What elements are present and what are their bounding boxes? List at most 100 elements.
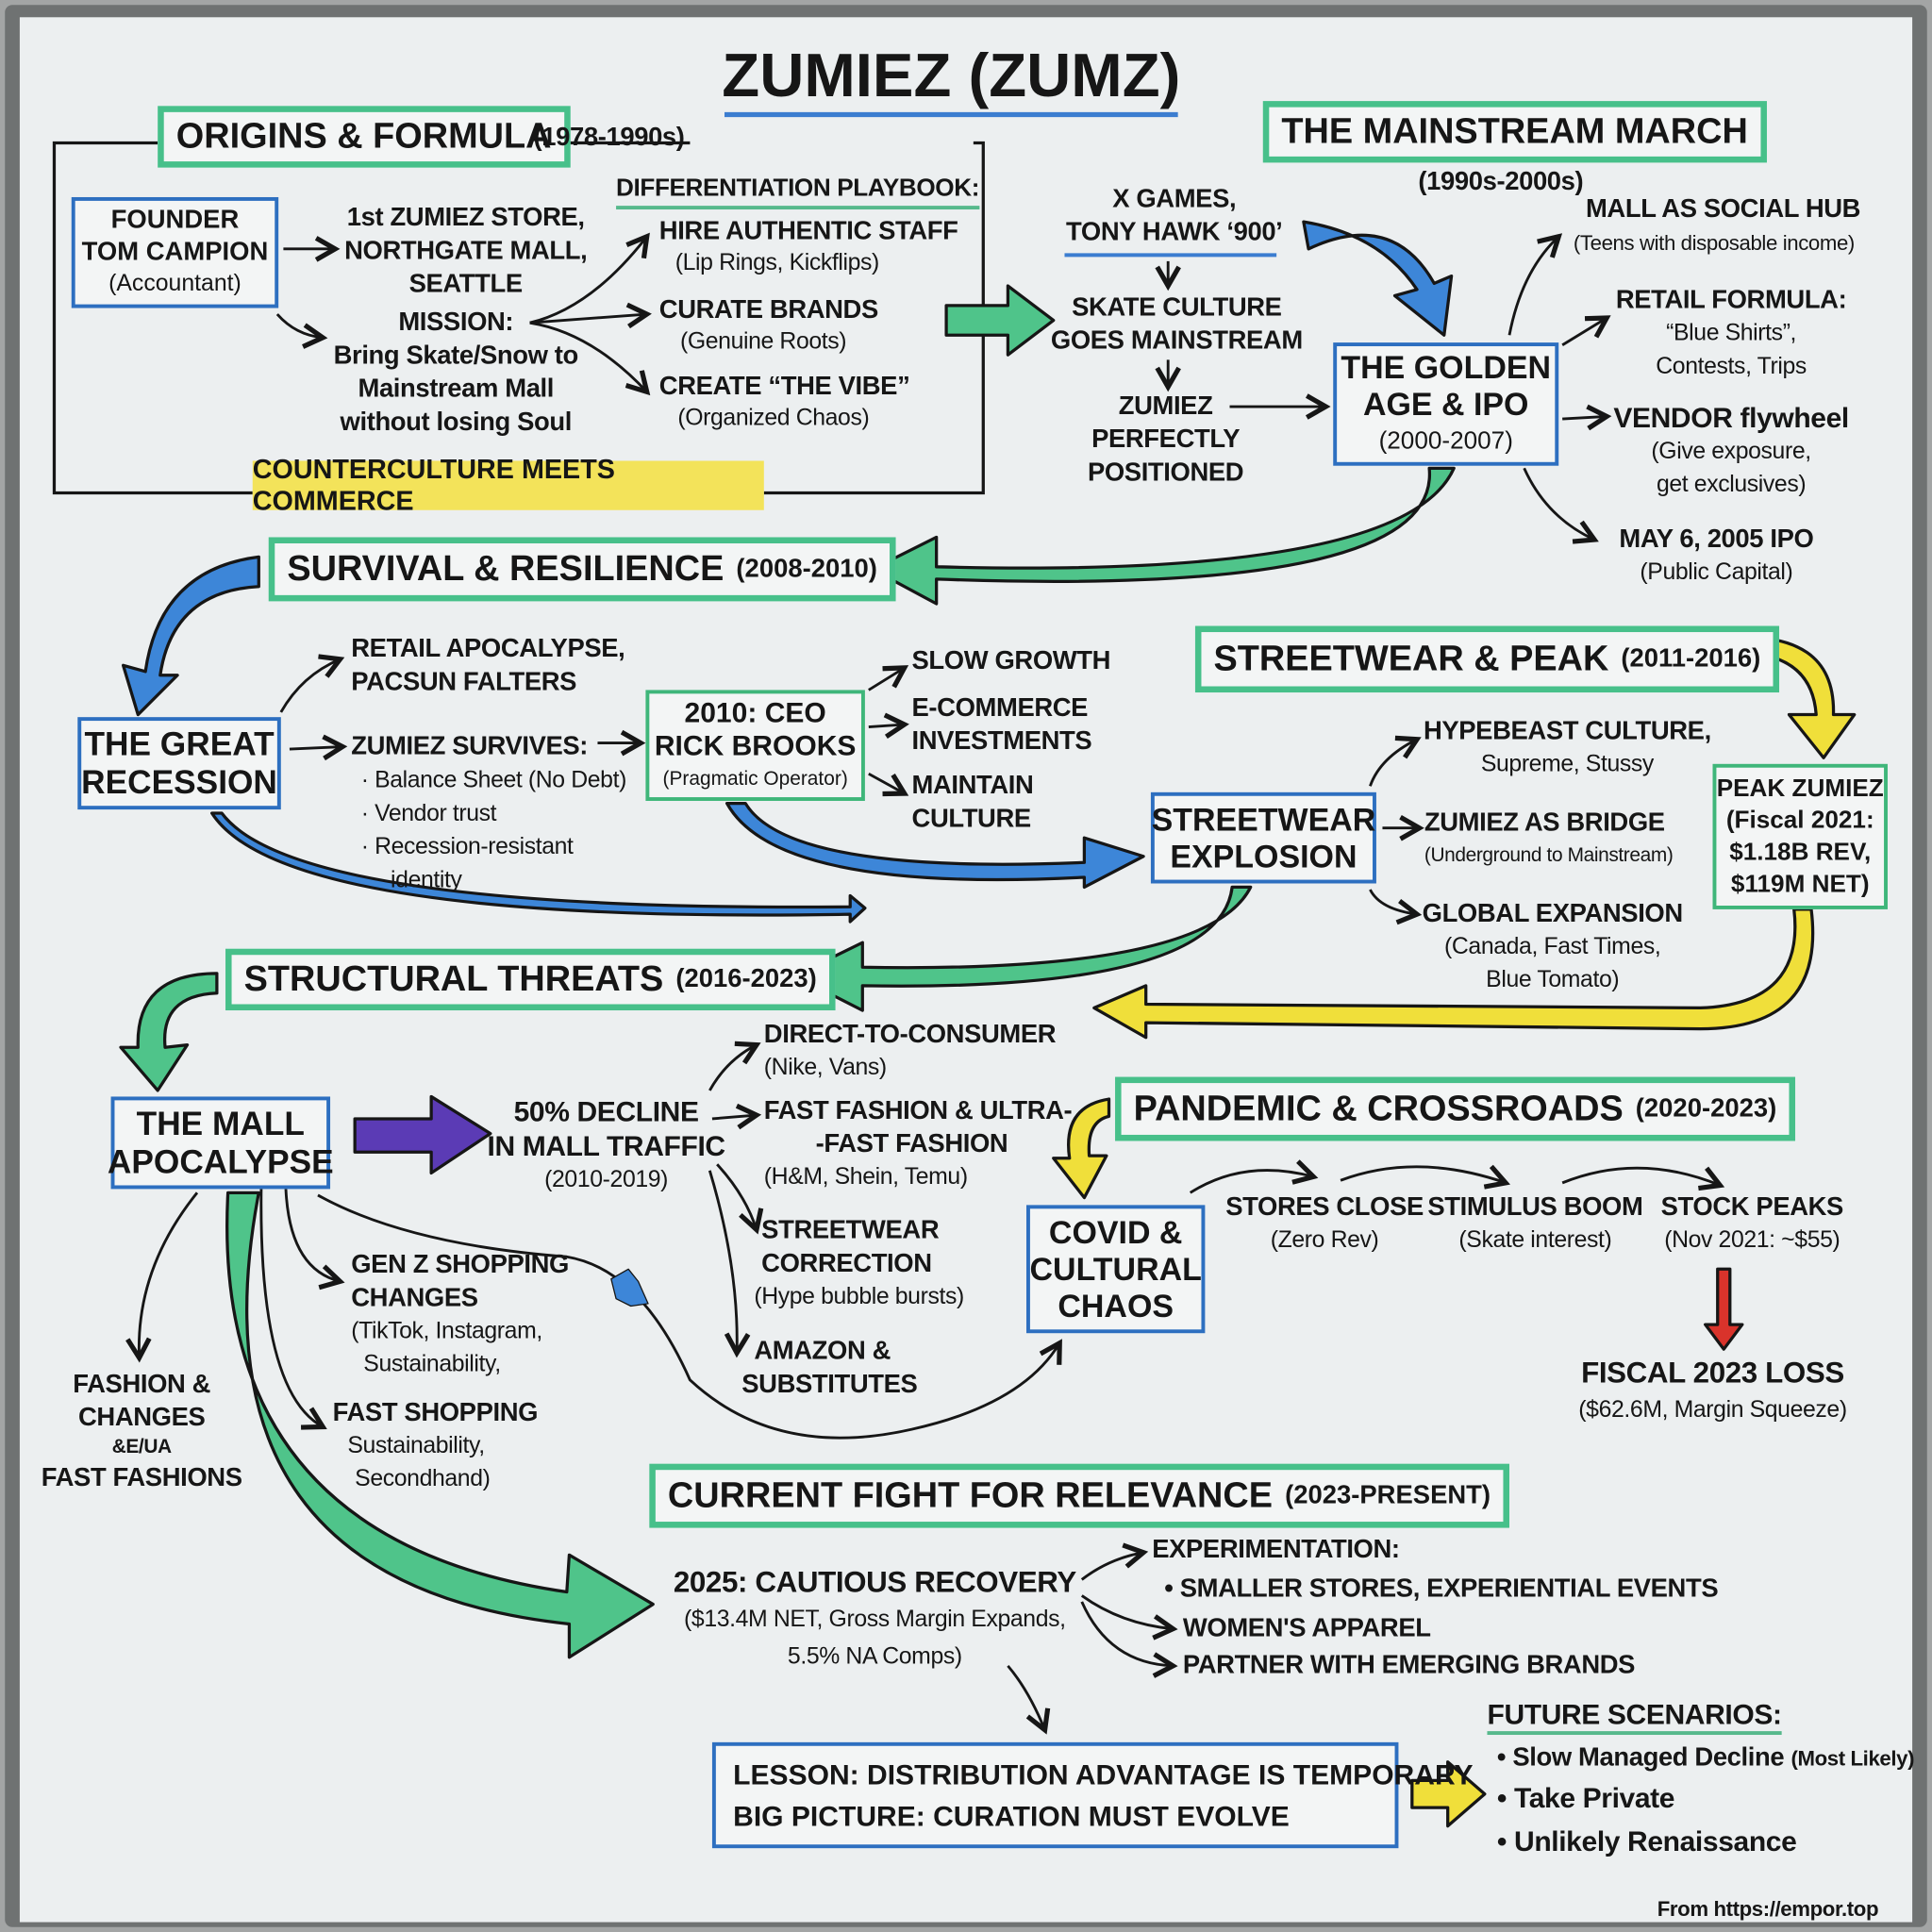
golden-age-line: THE GOLDEN [1341, 348, 1552, 386]
blue-arrow-xgames-to-golden [1302, 220, 1454, 337]
arrow-stimulus-stock [1561, 1166, 1725, 1191]
covid-line: COVID & [1048, 1213, 1183, 1251]
survives-item: identity [391, 867, 462, 893]
stage-label: STORES CLOSE [1225, 1192, 1424, 1222]
arrow-ceo-maintain [868, 772, 909, 797]
lesson-box: LESSON: DISTRIBUTION ADVANTAGE IS TEMPOR… [711, 1741, 1474, 1849]
amazon-text: AMAZON & SUBSTITUTES [741, 1335, 918, 1402]
ceo-role: (Pragmatic Operator) [662, 768, 848, 790]
covid-line: CULTURAL [1029, 1250, 1202, 1288]
bridge-title: ZUMIEZ AS BRIDGE [1424, 808, 1665, 837]
founder-label: FOUNDER [110, 206, 240, 235]
red-arrow-stock-to-loss [1704, 1267, 1744, 1351]
stage-detail: (Skate interest) [1458, 1226, 1612, 1254]
fast-fashion-detail: (H&M, Shein, Temu) [763, 1164, 968, 1191]
retail-formula: RETAIL FORMULA: “Blue Shirts”, Contests,… [1616, 283, 1847, 383]
genz-line: GEN Z SHOPPING [351, 1250, 569, 1279]
global-expansion-text: GLOBAL EXPANSION (Canada, Fast Times, Bl… [1423, 897, 1684, 997]
arrow-recovery-experiment [1080, 1542, 1149, 1581]
correction-text: STREETWEAR CORRECTION (Hype bubble burst… [754, 1214, 964, 1314]
amazon-line: SUBSTITUTES [741, 1370, 918, 1399]
skate-text: SKATE CULTURE GOES MAINSTREAM [1051, 291, 1303, 358]
purple-arrow-mall-to-decline [353, 1094, 492, 1175]
vendor-flywheel: VENDOR flywheel (Give exposure, get excl… [1613, 402, 1849, 502]
experiment-item: WOMEN'S APPAREL [1182, 1614, 1431, 1643]
covid-box: COVID & CULTURAL CHAOS [1025, 1205, 1206, 1334]
global-detail: Blue Tomato) [1486, 967, 1620, 993]
stage-detail: (Nov 2021: ~$55) [1664, 1226, 1840, 1254]
explosion-line: EXPLOSION [1170, 838, 1357, 875]
maintain-line: CULTURE [911, 804, 1032, 833]
stage-label: STIMULUS BOOM [1427, 1192, 1643, 1222]
mission-line: Mainstream Mall [358, 375, 555, 404]
hypebeast-title: HYPEBEAST CULTURE, [1423, 717, 1711, 746]
first-store-line: NORTHGATE MALL, [344, 236, 588, 265]
threats-header: STRUCTURAL THREATS(2016-2023) [225, 948, 836, 1011]
blue-star-mark [610, 1268, 649, 1307]
current-period: (2023-PRESENT) [1285, 1480, 1491, 1509]
threats-period: (2016-2023) [675, 964, 817, 993]
golden-age-box: THE GOLDEN AGE & IPO (2000-2007) [1333, 342, 1559, 466]
streetwear-header: STREETWEAR & PEAK (2011-2016) [1194, 625, 1779, 693]
fast-shopping-text: FAST SHOPPING Sustainability, Secondhand… [333, 1396, 539, 1496]
origins-header-label: ORIGINS & FORMULA [175, 116, 552, 157]
fast-shopping-detail: Sustainability, [347, 1433, 485, 1459]
arrow-mall-genz [284, 1189, 345, 1291]
survival-period: (2008-2010) [736, 554, 877, 583]
future-item: • Unlikely Renaissance [1496, 1824, 1797, 1857]
mission-line: Bring Skate/Snow to [333, 341, 579, 370]
future-note: (Most Likely) [1790, 1747, 1915, 1771]
arrow-ceo-ecom [868, 712, 909, 740]
big-picture-line: BIG PICTURE: CURATION MUST EVOLVE [733, 1800, 1290, 1833]
recovery-detail: 5.5% NA Comps) [787, 1643, 962, 1670]
great-recession-box: THE GREAT RECESSION [77, 717, 281, 810]
decline-period: (2010-2019) [544, 1166, 669, 1193]
mission-label: MISSION: [398, 308, 514, 337]
peak-zumiez-box: PEAK ZUMIEZ (Fiscal 2021: $1.18B REV, $1… [1712, 763, 1888, 909]
first-store-line: 1st ZUMIEZ STORE, [346, 203, 585, 232]
recovery-detail: ($13.4M NET, Gross Margin Expands, [684, 1607, 1066, 1633]
counterculture-tagline: COUNTERCULTURE MEETS COMMERCE [252, 454, 764, 516]
current-header-label: CURRENT FIGHT FOR RELEVANCE [667, 1475, 1274, 1515]
arrow-mall-fastshopping [259, 1189, 327, 1430]
blue-arrow-survival-to-recession [121, 555, 260, 717]
lesson-line: LESSON: DISTRIBUTION ADVANTAGE IS TEMPOR… [733, 1757, 1474, 1790]
mission-line: without losing Soul [340, 408, 573, 437]
playbook-brands: CURATE BRANDS [658, 295, 879, 325]
fast-fashion-text: FAST FASHION & ULTRA- -FAST FASHION (H&M… [763, 1094, 1073, 1194]
founder-box: FOUNDER TOM CAMPION (Accountant) [71, 196, 279, 308]
golden-age-period: (2000-2007) [1378, 427, 1513, 455]
playbook-vibe-detail: (Organized Chaos) [677, 405, 870, 432]
fashion-changes-text: FASHION & CHANGES &E/UA FAST FASHIONS [42, 1368, 242, 1495]
arrow-mission-staff [529, 232, 650, 325]
bridge-text: ZUMIEZ AS BRIDGE (Underground to Mainstr… [1424, 806, 1674, 873]
retail-formula-line: “Blue Shirts”, [1666, 320, 1797, 347]
experimentation-title: EXPERIMENTATION: [1152, 1535, 1400, 1564]
ipo-detail: (Public Capital) [1640, 558, 1793, 586]
playbook-vibe: CREATE “THE VIBE” [658, 372, 910, 401]
mall-apocalypse-line: APOCALYPSE [107, 1142, 334, 1180]
recovery-title: 2025: CAUTIOUS RECOVERY [673, 1566, 1076, 1600]
fashion-changes-line: CHANGES [77, 1403, 206, 1432]
apocalypse-line: PACSUN FALTERS [351, 667, 577, 696]
arrow-golden-ipo [1523, 467, 1599, 544]
loss-detail: ($62.6M, Margin Squeeze) [1578, 1397, 1847, 1424]
arrow-mission-vibe [529, 321, 651, 396]
arrow-stores-stimulus [1340, 1164, 1511, 1190]
streetwear-header-label: STREETWEAR & PEAK [1213, 639, 1609, 679]
decline-line: IN MALL TRAFFIC [487, 1129, 725, 1162]
amazon-line: AMAZON & [754, 1337, 891, 1366]
playbook-title: DIFFERENTIATION PLAYBOOK: [616, 173, 979, 210]
fashion-changes-line: FASHION & [73, 1370, 211, 1399]
retail-formula-line: Contests, Trips [1656, 353, 1807, 380]
future-main: • Slow Managed Decline [1496, 1743, 1785, 1773]
survival-header: SURVIVAL & RESILIENCE(2008-2010) [268, 537, 896, 602]
pandemic-period: (2020-2023) [1635, 1093, 1777, 1123]
streetwear-period: (2011-2016) [1621, 644, 1761, 674]
survives-item: · Recession-resistant [360, 834, 574, 860]
dtc-title: DIRECT-TO-CONSUMER [763, 1020, 1057, 1049]
slow-growth: SLOW GROWTH [911, 646, 1111, 675]
arrow-recovery-lesson [1007, 1664, 1051, 1735]
